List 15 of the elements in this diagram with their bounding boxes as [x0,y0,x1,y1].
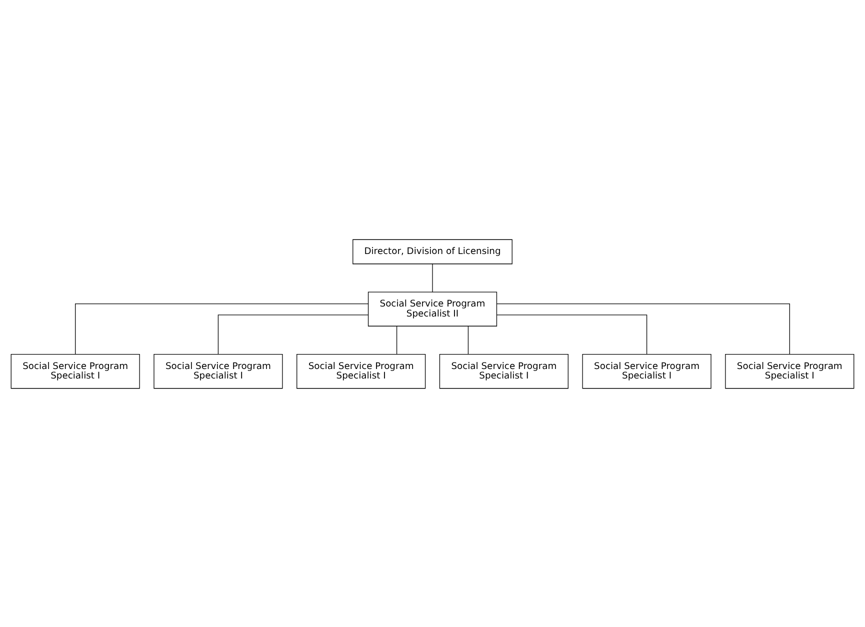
connector [468,325,469,354]
connector [496,303,790,354]
node-box: Social Service Program Specialist I [296,353,426,388]
connector [75,303,369,354]
node-box: Social Service Program Specialist I [10,353,140,388]
node-box: Social Service Program Specialist II [368,291,498,326]
node-box: Social Service Program Specialist I [154,353,283,388]
node-box: Social Service Program Specialist I [725,353,854,388]
connector [496,314,648,354]
connector [396,325,398,354]
node-box: Social Service Program Specialist I [582,353,712,388]
connector [432,263,433,292]
node-box: Director, Division of Licensing [352,238,512,264]
connector [218,314,369,354]
node-box: Social Service Program Specialist I [439,353,568,388]
